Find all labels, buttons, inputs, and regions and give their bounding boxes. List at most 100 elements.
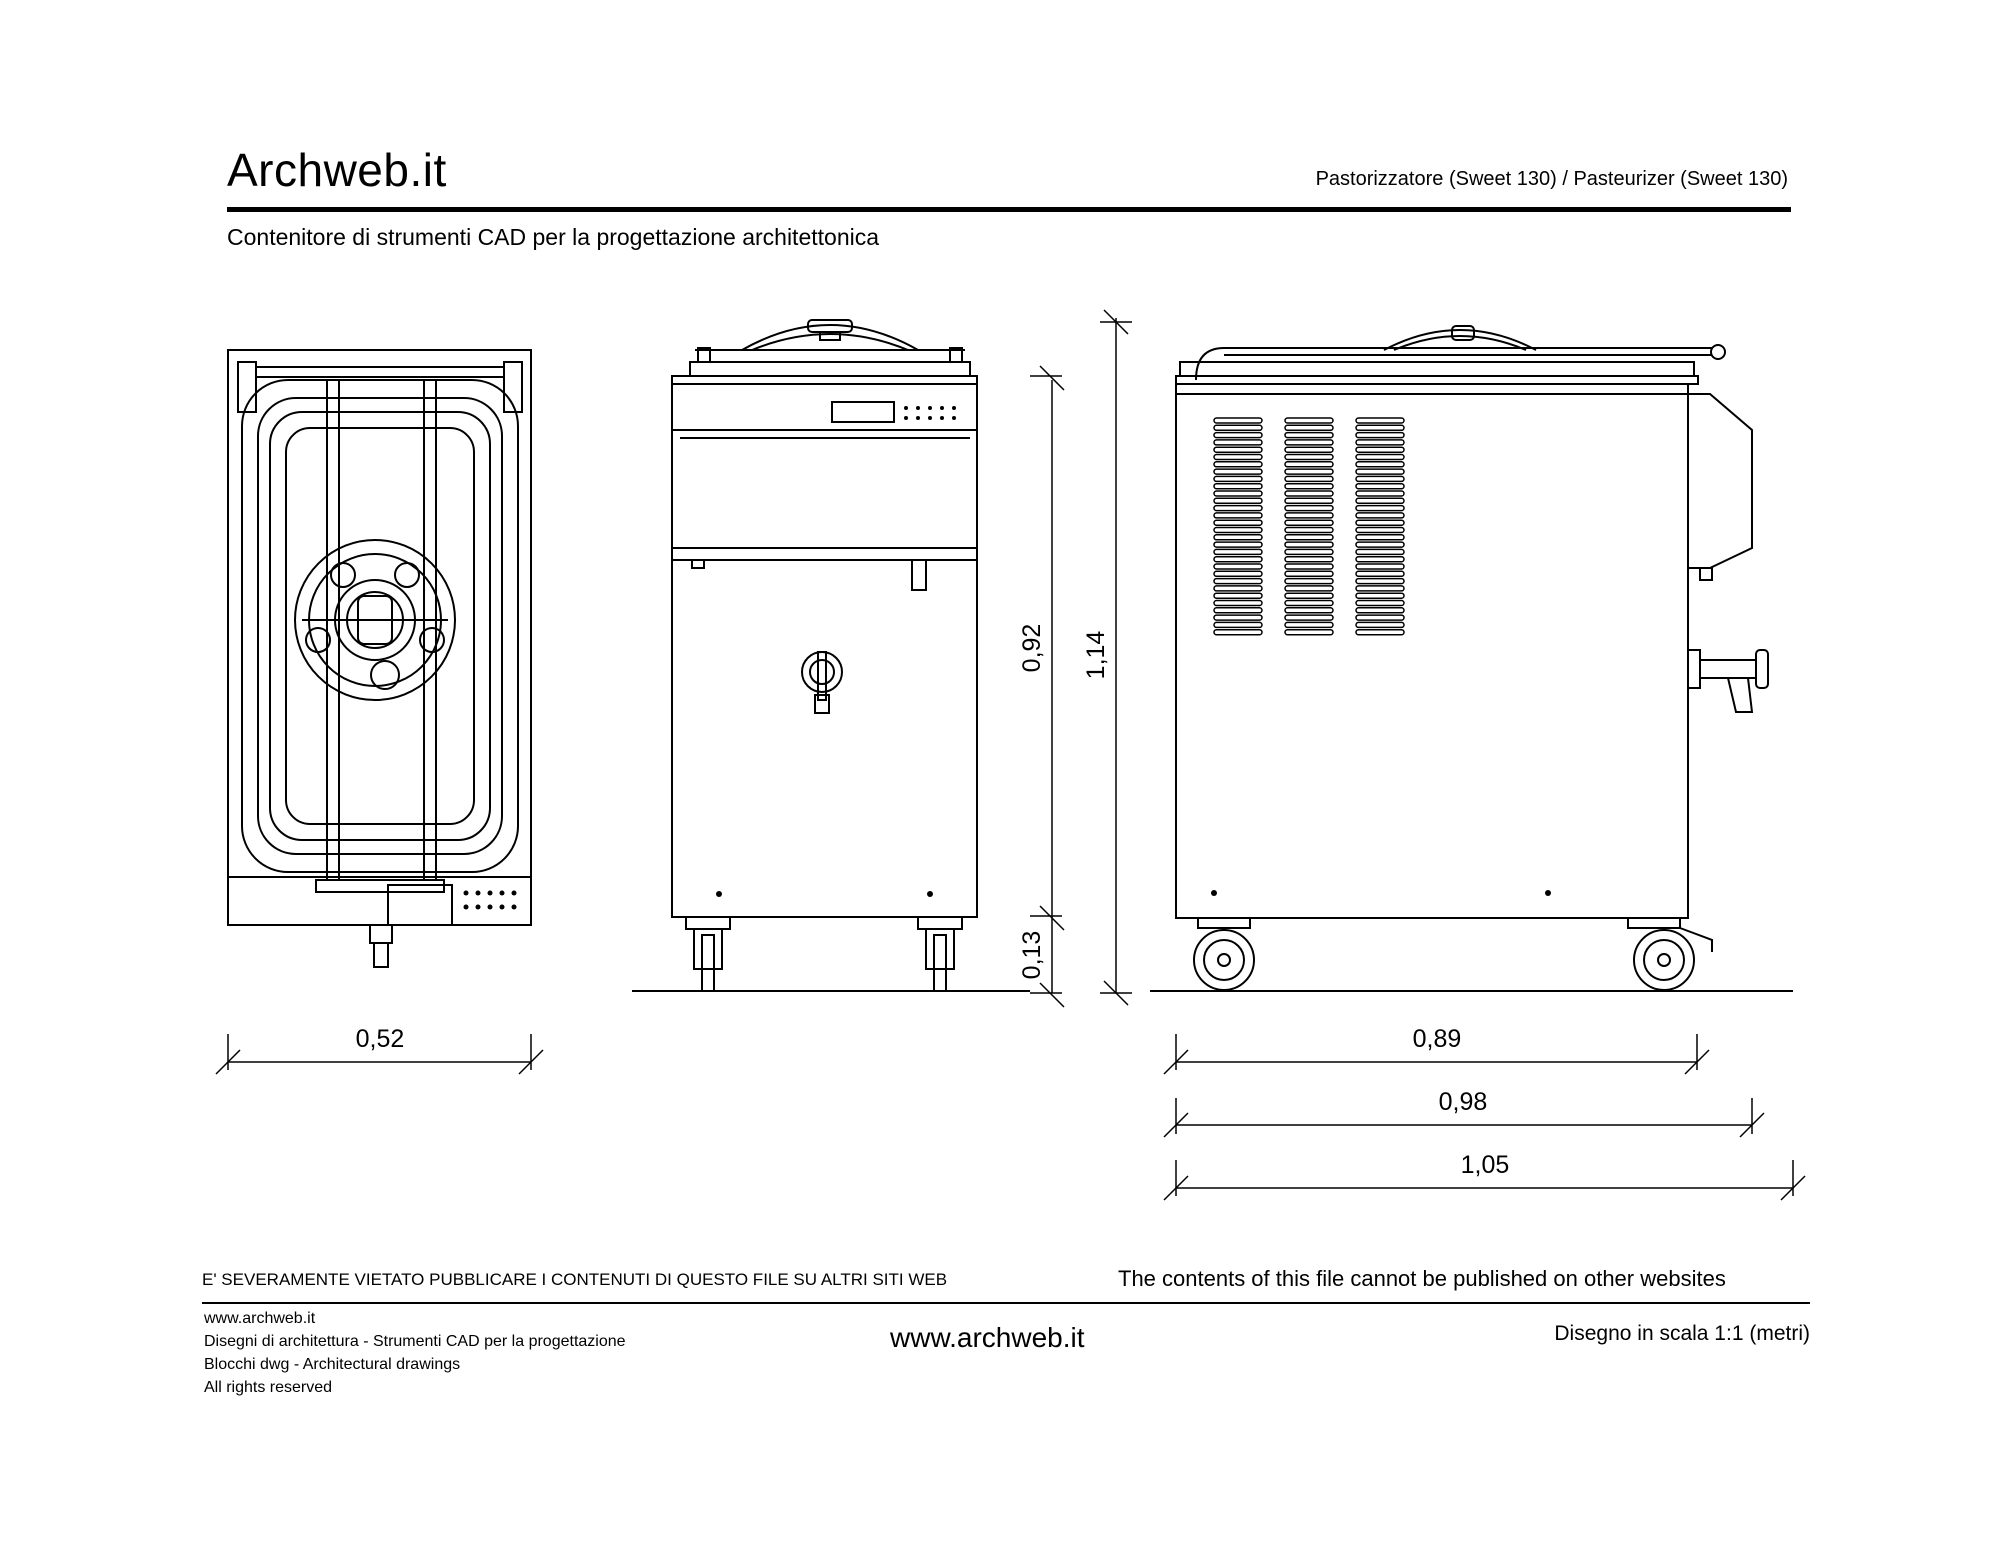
side-view (1150, 325, 1793, 992)
logo: Archweb.it (227, 144, 447, 196)
vent-slot (1213, 526, 1263, 534)
vent-slot (1213, 519, 1263, 526)
vent-slot (1355, 468, 1405, 475)
vent-slot (1355, 614, 1405, 621)
footer-website: www.archweb.it (890, 1322, 1085, 1353)
width-dimensions (215, 1034, 1806, 1201)
vent-slot (1355, 607, 1405, 614)
vent-slot (1284, 424, 1334, 432)
footer-line-1: www.archweb.it (204, 1310, 316, 1327)
dim-side-width-1: 0,89 (1413, 1025, 1462, 1053)
vent-slot (1213, 439, 1263, 446)
vent-slot (1213, 599, 1263, 607)
vent-slot (1213, 424, 1263, 432)
footer-line-2: Disegni di architettura - Strumenti CAD … (204, 1333, 626, 1350)
dim-front-lower-height: 0,13 (1018, 931, 1046, 980)
vent-slot (1284, 453, 1334, 461)
vent-slot (1284, 490, 1334, 497)
dim-front-upper-height: 0,92 (1018, 624, 1046, 673)
dim-total-height: 1,14 (1082, 631, 1110, 680)
vent-slot (1355, 453, 1405, 461)
vent-slot (1213, 490, 1263, 497)
vent-slot (1355, 424, 1405, 432)
vent-slot (1213, 614, 1263, 621)
vent-slot (1355, 541, 1405, 548)
vent-slot (1213, 541, 1263, 548)
vent-grilles (1213, 417, 1405, 636)
vent-slot (1284, 585, 1334, 592)
vent-slot (1213, 592, 1263, 599)
subtitle: Contenitore di strumenti CAD per la prog… (227, 224, 880, 250)
vent-slot (1355, 577, 1405, 585)
vent-slot (1284, 468, 1334, 475)
vent-slot (1213, 504, 1263, 512)
vent-slot (1213, 555, 1263, 563)
vent-slot (1213, 512, 1263, 519)
vent-slot (1284, 548, 1334, 556)
total-height-dimension (1100, 309, 1132, 1006)
vent-slot (1355, 599, 1405, 607)
vent-slot (1355, 431, 1405, 439)
vent-slot (1284, 497, 1334, 505)
vent-slot (1355, 570, 1405, 578)
vent-slot (1355, 548, 1405, 556)
warning-english: The contents of this file cannot be publ… (1118, 1266, 1726, 1291)
vent-slot (1284, 417, 1334, 424)
dim-side-width-3: 1,05 (1461, 1151, 1510, 1179)
vent-slot (1355, 592, 1405, 599)
vent-slot (1284, 607, 1334, 614)
vent-slot (1355, 512, 1405, 519)
vent-slot (1213, 563, 1263, 570)
vent-slot (1284, 599, 1334, 607)
front-view (632, 319, 1030, 992)
vent-slot (1284, 621, 1334, 629)
drawing-title: Pastorizzatore (Sweet 130) / Pasteurizer… (1315, 168, 1788, 190)
vent-slot (1213, 431, 1263, 439)
vent-slot (1355, 446, 1405, 453)
vent-slot (1284, 628, 1334, 636)
vent-slot (1213, 461, 1263, 468)
vent-slot (1284, 526, 1334, 534)
vent-slot (1284, 431, 1334, 439)
vent-slot (1213, 607, 1263, 614)
vent-slot (1213, 585, 1263, 592)
vent-slot (1284, 592, 1334, 599)
vent-slot (1284, 555, 1334, 563)
footer-line-3: Blocchi dwg - Architectural drawings (204, 1356, 461, 1373)
vent-slot (1355, 482, 1405, 490)
vent-slot (1355, 534, 1405, 541)
vent-slot (1355, 519, 1405, 526)
vent-slot (1355, 497, 1405, 505)
top-view (227, 349, 532, 968)
vent-slot (1355, 621, 1405, 629)
dim-top-width: 0,52 (356, 1025, 405, 1053)
vent-slot (1284, 519, 1334, 526)
vent-slot (1355, 555, 1405, 563)
vent-slot (1213, 548, 1263, 556)
vent-slot (1213, 446, 1263, 453)
vent-slot (1284, 482, 1334, 490)
vent-slot (1213, 468, 1263, 475)
scale-note: Disegno in scala 1:1 (metri) (1554, 1322, 1810, 1345)
vent-slot (1355, 628, 1405, 636)
vent-slot (1284, 446, 1334, 453)
vent-slot (1213, 628, 1263, 636)
vent-slot (1355, 417, 1405, 424)
dim-side-width-2: 0,98 (1439, 1088, 1488, 1116)
vent-slot (1284, 534, 1334, 541)
vent-slot (1284, 461, 1334, 468)
vent-slot (1284, 512, 1334, 519)
warning-italian: E' SEVERAMENTE VIETATO PUBBLICARE I CONT… (202, 1270, 948, 1289)
vent-slot (1284, 563, 1334, 570)
front-height-dimension (1030, 365, 1065, 1008)
vent-slot (1355, 504, 1405, 512)
footer-rule (202, 1302, 1810, 1304)
vent-slot (1284, 504, 1334, 512)
vent-slot (1284, 439, 1334, 446)
vent-slot (1284, 614, 1334, 621)
vent-slot (1284, 570, 1334, 578)
vent-slot (1213, 497, 1263, 505)
vent-slot (1213, 475, 1263, 483)
header-rule (227, 207, 1791, 212)
footer-line-4: All rights reserved (204, 1379, 333, 1396)
